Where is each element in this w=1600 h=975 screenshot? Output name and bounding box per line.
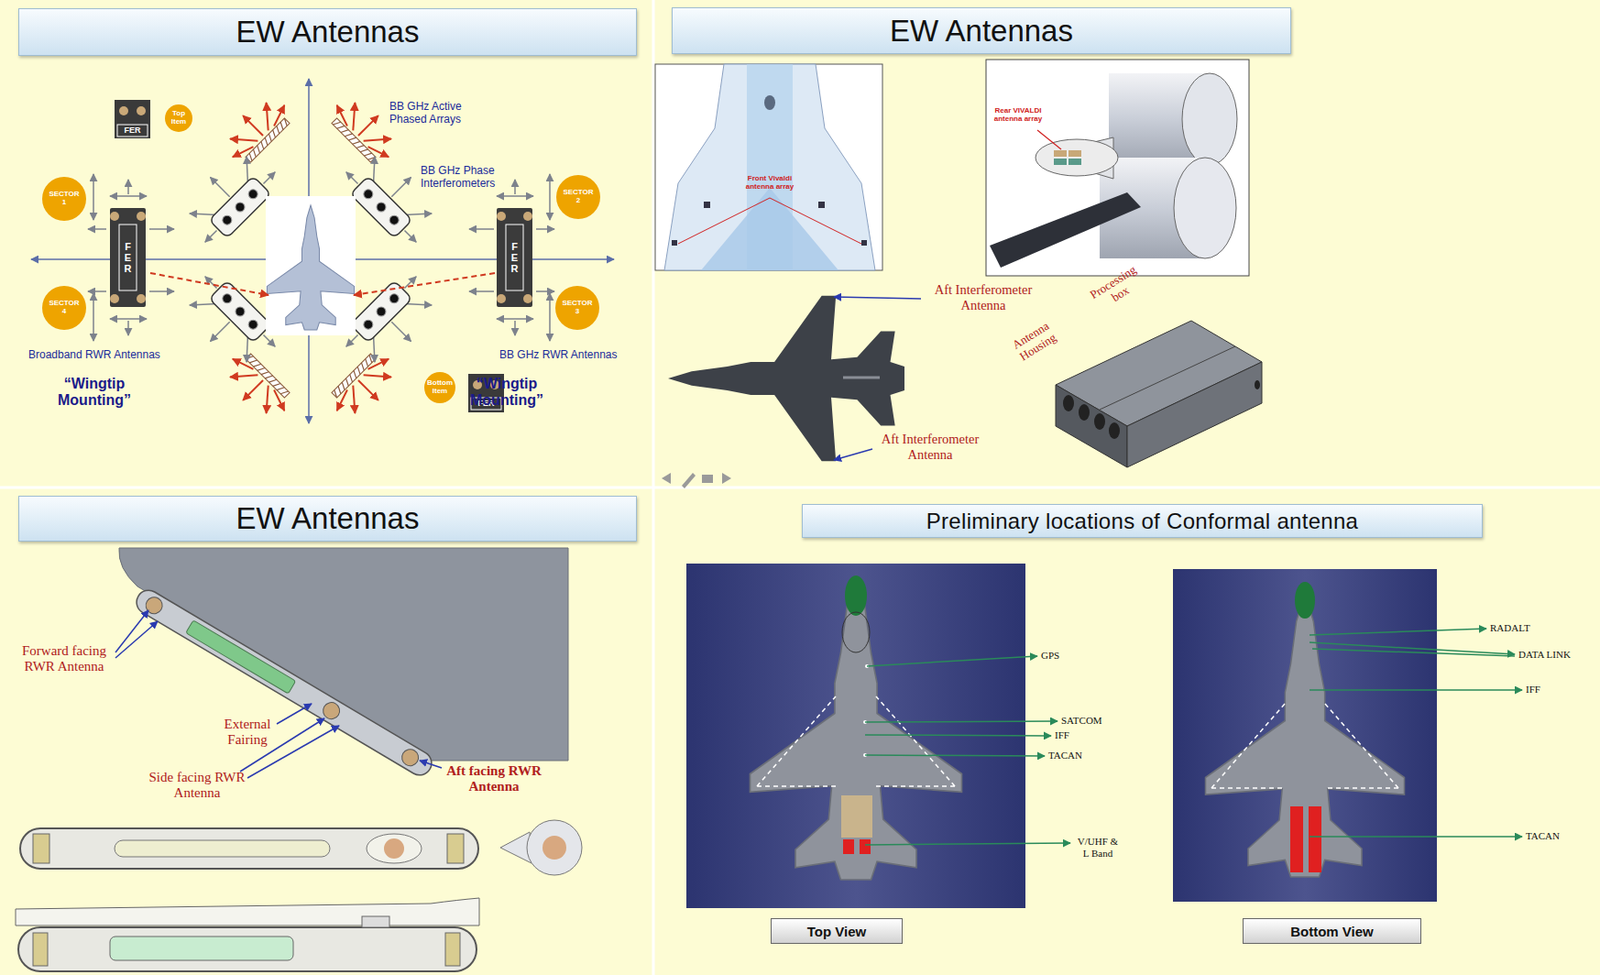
node-text: EW Antennas bbox=[236, 14, 420, 50]
item-circle: Top Item bbox=[164, 104, 193, 132]
panel-title: EW Antennas bbox=[671, 7, 1292, 55]
fer-pod: FER bbox=[119, 224, 137, 291]
node-text: Bottom View bbox=[1290, 923, 1374, 940]
panel-title: EW Antennas bbox=[18, 8, 637, 56]
annotation-label: Rear VIVALDI antenna array bbox=[989, 106, 1047, 123]
annotation-label: Antenna Housing bbox=[998, 312, 1072, 373]
annotation-label: Front Vivaldi antenna array bbox=[744, 174, 796, 191]
sector-circle: SECTOR 2 bbox=[556, 175, 601, 220]
panel-title: Preliminary locations of Conformal anten… bbox=[801, 504, 1483, 538]
annotation-label: TACAN bbox=[1525, 830, 1560, 843]
node-text: FER bbox=[509, 241, 520, 274]
sector-circle: SECTOR 4 bbox=[42, 285, 87, 330]
node-text: SECTOR 4 bbox=[48, 299, 80, 317]
annotation-label: Aft Interferometer Antenna bbox=[923, 282, 1043, 313]
coverage-diagram bbox=[31, 78, 614, 427]
node-text: EW Antennas bbox=[889, 13, 1074, 49]
node-text: Preliminary locations of Conformal anten… bbox=[926, 508, 1359, 535]
annotation-label: BB GHz Phase Interferometers bbox=[420, 164, 513, 191]
conformal-antenna-views bbox=[686, 563, 1523, 909]
antenna-installation-views bbox=[655, 59, 1262, 489]
wingtip-pod-drawing bbox=[15, 547, 582, 972]
sector-circle: SECTOR 1 bbox=[42, 176, 87, 221]
node-text: SECTOR 2 bbox=[562, 188, 594, 206]
annotation-label: SATCOM bbox=[1061, 714, 1103, 727]
node-text: Bottom Item bbox=[427, 379, 453, 396]
view-button: Bottom View bbox=[1242, 918, 1422, 944]
node-text: Top View bbox=[807, 923, 866, 940]
annotation-label: External Fairing bbox=[210, 716, 285, 749]
annotation-label: “Wingtip Mounting” bbox=[456, 375, 558, 410]
annotation-label: “Wingtip Mounting” bbox=[43, 375, 145, 410]
annotation-label: Broadband RWR Antennas bbox=[28, 349, 161, 362]
annotation-label: DATA LINK bbox=[1518, 648, 1571, 661]
annotation-label: Side facing RWR Antenna bbox=[142, 769, 253, 802]
annotation-label: TACAN bbox=[1048, 749, 1083, 762]
annotation-label: RADALT bbox=[1490, 622, 1531, 635]
fer-box: FER bbox=[117, 124, 148, 137]
annotation-label: IFF bbox=[1525, 683, 1541, 696]
annotation-label: Forward facing RWR Antenna bbox=[12, 643, 116, 676]
node-text: SECTOR 3 bbox=[561, 299, 593, 317]
annotation-label: BB GHz Active Phased Arrays bbox=[389, 100, 482, 127]
annotation-label: GPS bbox=[1041, 649, 1060, 662]
view-button: Top View bbox=[770, 918, 903, 944]
annotation-label: BB GHz RWR Antennas bbox=[499, 349, 618, 362]
annotation-label: Aft facing RWR Antenna bbox=[434, 763, 554, 796]
annotation-label: IFF bbox=[1054, 729, 1070, 742]
node-text: EW Antennas bbox=[236, 501, 420, 537]
annotation-label: Processing box bbox=[1081, 259, 1154, 319]
fer-pod: FER bbox=[505, 224, 524, 291]
node-text: SECTOR 1 bbox=[48, 190, 80, 208]
sector-circle: SECTOR 3 bbox=[555, 285, 600, 330]
annotation-label: Aft Interferometer Antenna bbox=[870, 431, 990, 462]
annotation-label: V/UHF & L Band bbox=[1073, 835, 1122, 859]
node-text: FER bbox=[122, 241, 133, 274]
panel-title: EW Antennas bbox=[18, 495, 637, 542]
node-text: Top Item bbox=[165, 109, 192, 127]
node-text: FER bbox=[124, 126, 142, 135]
item-circle: Bottom Item bbox=[424, 372, 456, 404]
